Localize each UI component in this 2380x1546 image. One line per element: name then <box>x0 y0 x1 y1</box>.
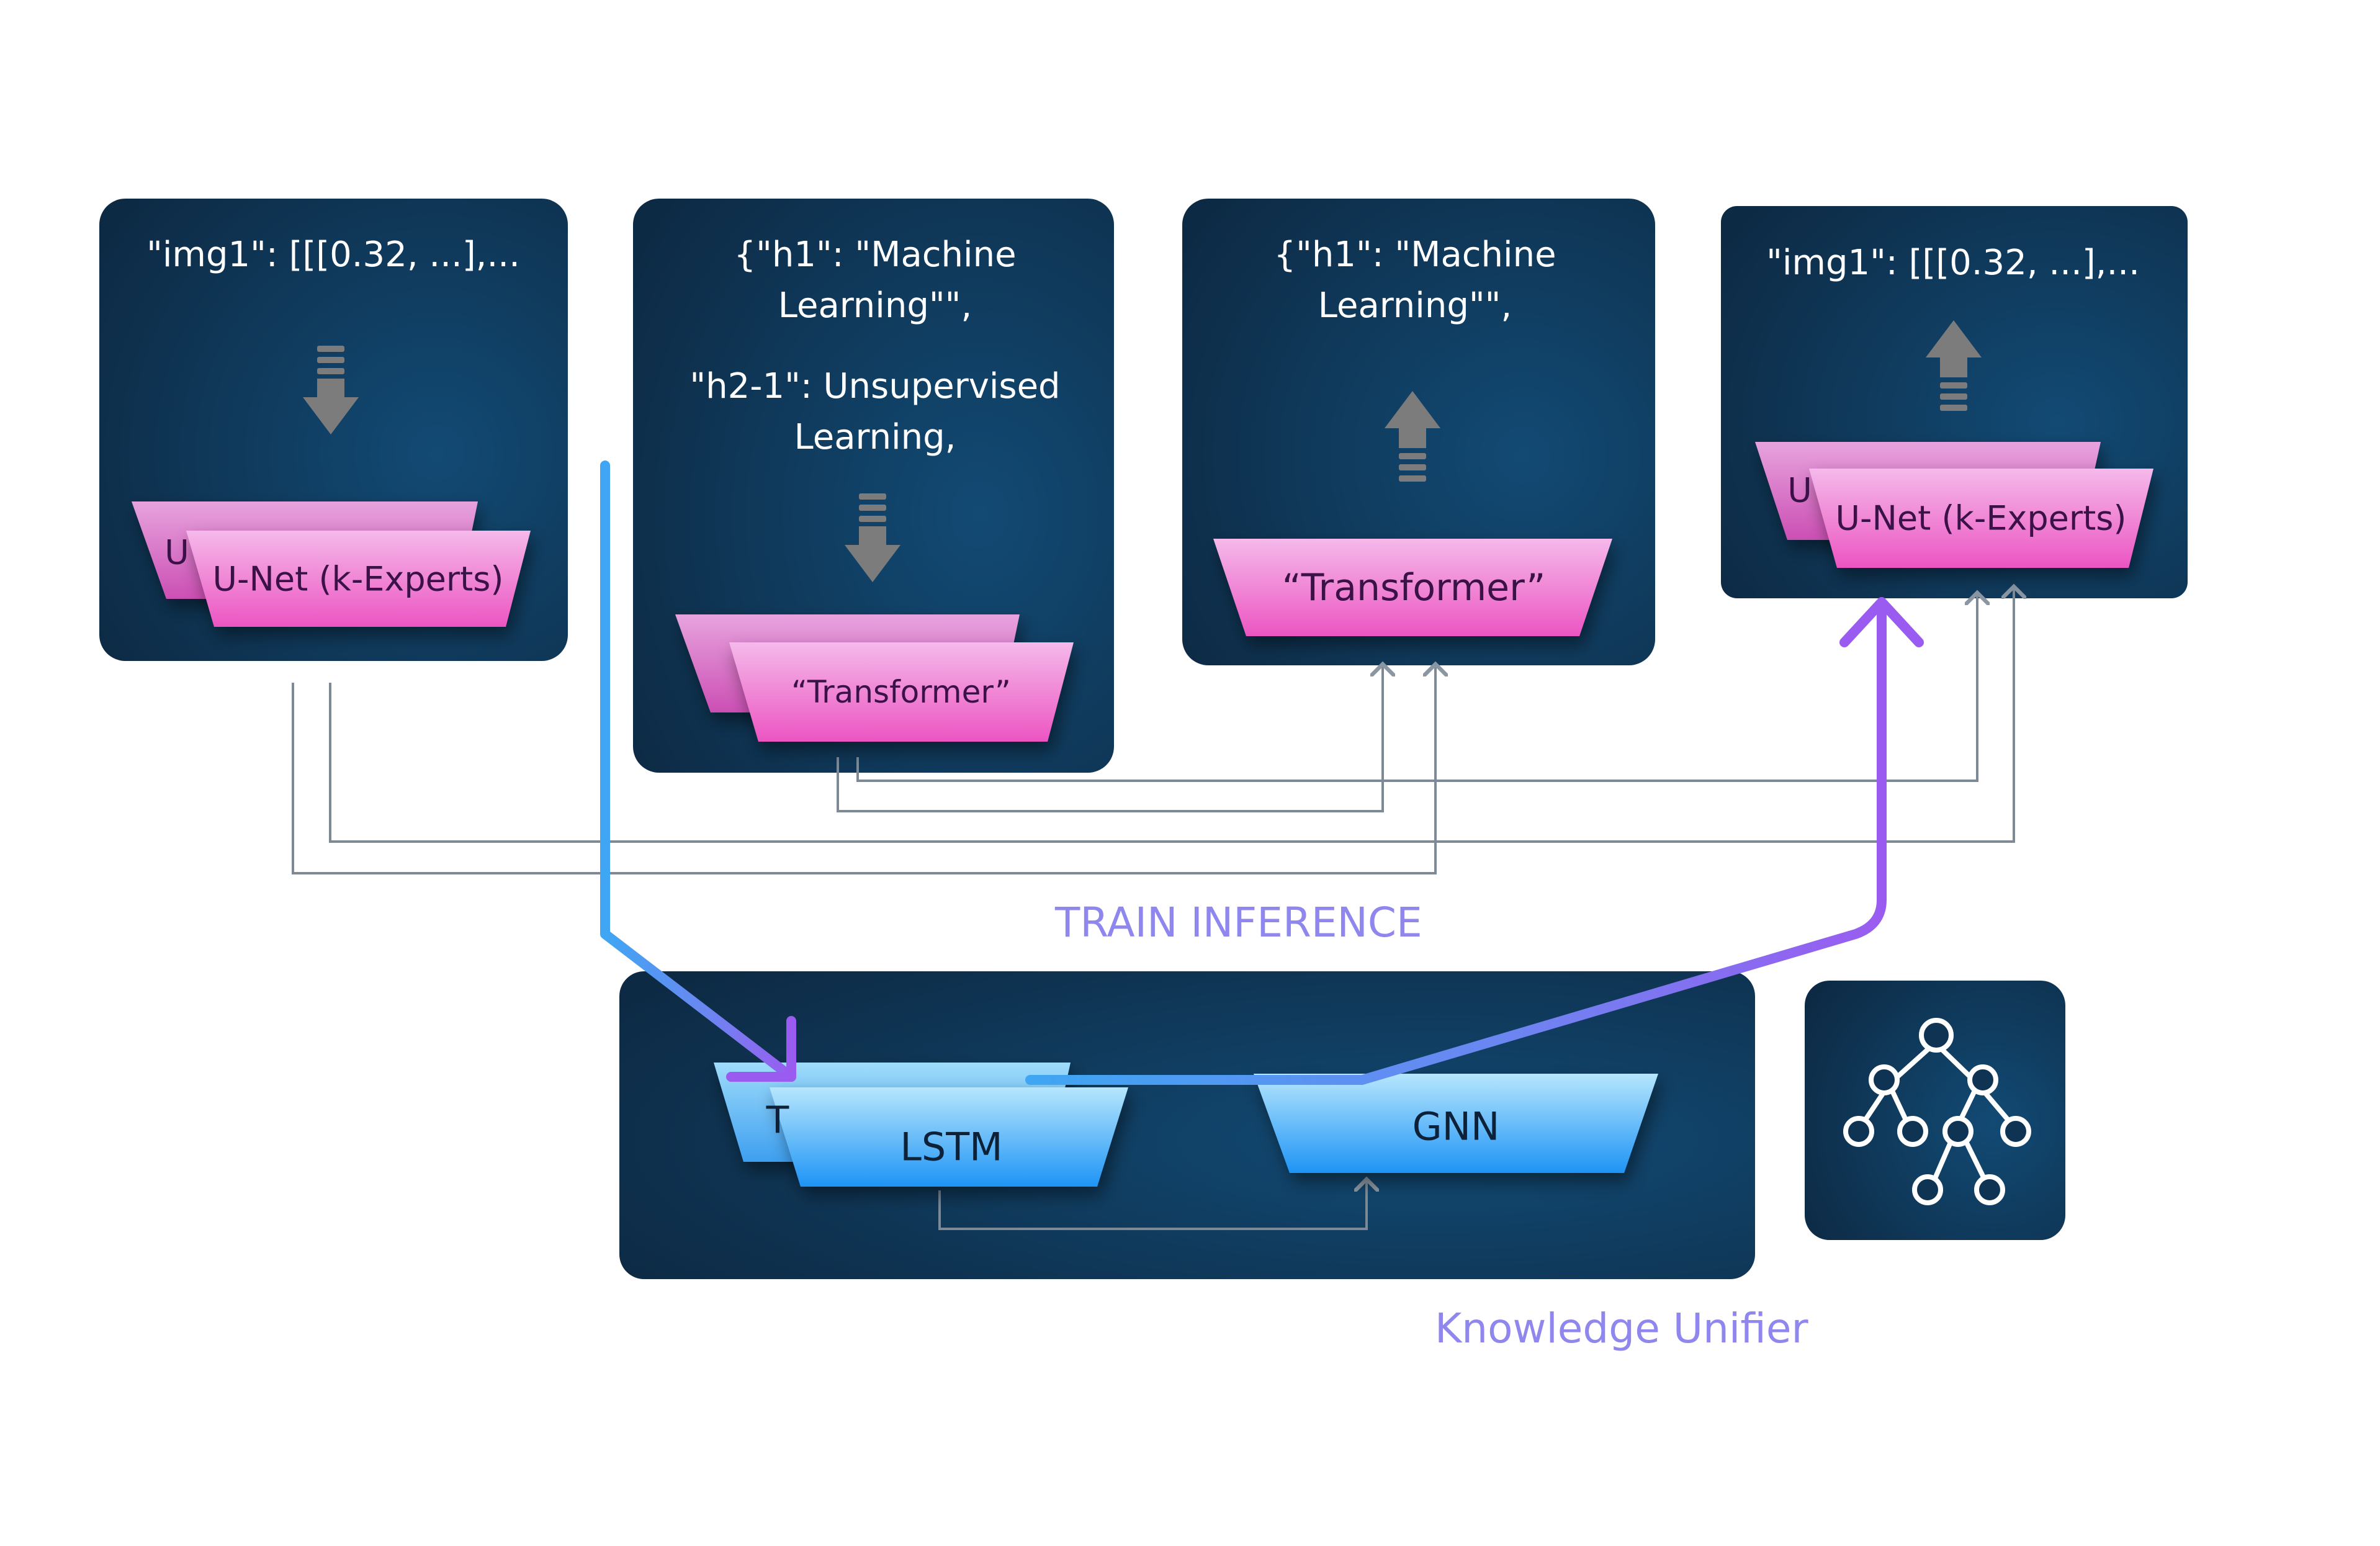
text-encoder-line-4: Learning, <box>794 417 956 457</box>
text-encoder-block-label: “Transformer” <box>791 674 1011 710</box>
connector-lstm-to-gnn <box>938 1179 1367 1230</box>
unifier-block-back-label: T <box>766 1099 789 1142</box>
down-arrow-icon <box>303 346 359 434</box>
gnn-block <box>1254 1074 1658 1173</box>
train-inference-flow <box>600 461 1924 1085</box>
visual-encoder-block-back-label: U <box>164 533 189 572</box>
text-encoder-line-2: Learning"", <box>778 285 972 326</box>
visual-encoder-block-front <box>186 531 531 627</box>
knowledge-unifier-caption: Knowledge Unifier <box>1435 1305 1808 1352</box>
visual-encoder-content: "img1": [[[0.32, ...],... <box>146 235 520 275</box>
tree-graph-icon <box>1843 1018 2031 1205</box>
text-encoder-line-3: "h2-1": Unsupervised <box>689 366 1061 407</box>
lstm-block <box>770 1087 1128 1187</box>
gnn-label: GNN <box>1412 1103 1500 1149</box>
train-flow-line <box>600 461 796 1082</box>
image-decoder-block-back-label: U <box>1787 470 1812 510</box>
image-decoder-block-front <box>1809 469 2153 568</box>
image-decoder-title: Image decoder <box>1798 92 2108 140</box>
up-arrow-icon <box>1926 320 1982 411</box>
text-decoder-line-1: {"h1": "Machine <box>1273 235 1556 275</box>
connector-visual-to-text-decoder <box>292 664 1435 874</box>
text-decoder-block-label: “Transformer” <box>1282 566 1546 609</box>
text-decoder-title: Text decoder <box>1287 84 1550 132</box>
text-encoder-line-1: {"h1": "Machine <box>734 235 1017 275</box>
text-decoder-block <box>1213 539 1612 636</box>
image-decoder-block-label: U-Net (k-Experts) <box>1835 498 2127 538</box>
up-arrow-icon <box>1385 391 1440 482</box>
connector-lines <box>292 586 2014 1230</box>
text-encoder-title: Text encoder <box>736 84 999 132</box>
image-decoder-content: "img1": [[[0.32, ...],... <box>1766 243 2140 283</box>
down-arrow-icon <box>845 493 900 582</box>
lstm-label: LSTM <box>900 1124 1003 1170</box>
connector-text-encoder-to-text-decoder <box>837 664 1383 812</box>
text-decoder-line-2: Learning"", <box>1318 285 1512 326</box>
visual-encoder-block-label: U-Net (k-Experts) <box>212 559 504 599</box>
visual-encoder-title: Visual encoder <box>182 84 485 132</box>
tree-icon-box <box>1805 981 2065 1240</box>
train-flow-arrowhead <box>726 1016 796 1082</box>
connector-visual-to-image-decoder <box>329 586 2014 843</box>
inference-flow-line <box>1025 606 1887 1085</box>
inference-flow-arrowhead <box>1839 597 1924 647</box>
train-inference-label: TRAIN INFERENCE <box>1055 899 1422 946</box>
connector-text-encoder-to-image-decoder <box>856 593 1977 782</box>
text-encoder-block-front <box>729 642 1074 742</box>
